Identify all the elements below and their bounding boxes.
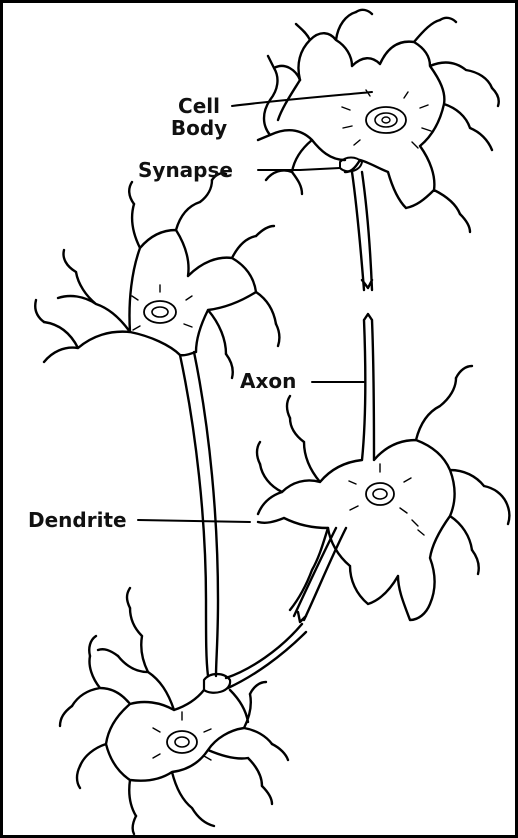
axon-label: Axon — [240, 370, 296, 392]
axon-long — [180, 352, 218, 676]
axon-top-segment — [352, 172, 372, 290]
synapse-bottom — [204, 674, 230, 693]
leader-cell-body — [232, 92, 372, 106]
neuron-top-right — [258, 10, 499, 232]
cell-body-label-line1: Cell — [162, 95, 236, 117]
axon-middle-to-bottom — [226, 528, 346, 688]
neuron-middle-right — [257, 314, 509, 620]
neuron-top-right-outline — [258, 12, 492, 214]
synapse-label: Synapse — [138, 159, 233, 181]
leader-dendrite — [138, 520, 250, 522]
label-leaders — [138, 92, 372, 522]
neuron-bottom — [60, 588, 288, 834]
leader-synapse — [258, 168, 340, 170]
neuron-upper-left — [35, 173, 279, 378]
dendrite-label: Dendrite — [28, 509, 127, 531]
cell-body-label: Cell Body — [162, 95, 236, 139]
synapse-top — [340, 158, 372, 291]
cell-body-label-line2: Body — [162, 117, 236, 139]
